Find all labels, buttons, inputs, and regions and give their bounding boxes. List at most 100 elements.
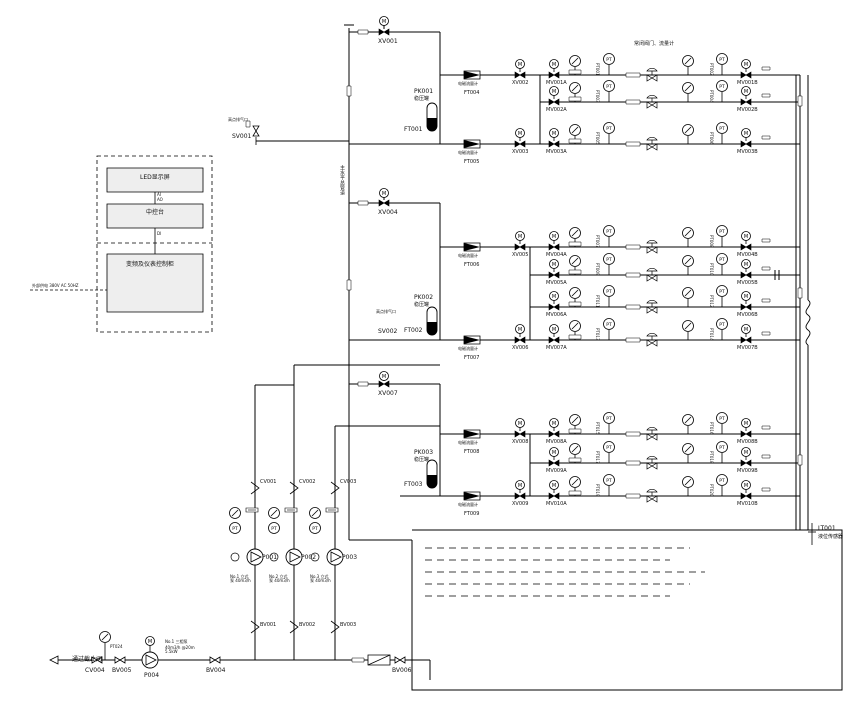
main-pipe-label: 主水平总管道 [339,165,345,195]
row-mvb-tag: MV005B [737,280,758,286]
conn-di: DI [157,231,162,236]
row-mvb-tag: MV010B [737,501,758,507]
pk002-desc: 稳压罐 [414,302,430,308]
pt024-tag: PT024 [110,644,123,649]
sv001-tag: SV001 [232,133,252,140]
xv004-tag: XV004 [378,209,398,216]
bv002-tag: BV002 [299,622,316,628]
row-mva-tag: MV010A [546,501,567,507]
row-pta-tag: PT017 [595,451,600,464]
row-pta-tag: PT015 [595,422,600,435]
row-pta-tag: PT003 [595,90,600,103]
bv005-tag: BV005 [112,667,132,674]
pump2-desc: No.2 立式泵 40m3/h [269,574,290,583]
row-mva-tag: MV004A [546,252,567,258]
p004-tag: P004 [144,672,160,679]
bv001-tag: BV001 [260,622,277,628]
row-pta-tag: PT001 [595,63,600,76]
row-pta-tag: PT019 [595,484,600,497]
row-xv-tag: XV002 [512,80,529,86]
pump-cap-spec: 40m3/h @20m 5.5kW [165,645,195,654]
row-mva-tag: MV008A [546,439,567,445]
row-mva-tag: MV009A [546,468,567,474]
row-mva-tag: MV005A [546,280,567,286]
pk003-tag: PK003 [414,449,434,456]
pk003-desc: 稳压罐 [414,457,430,463]
cv002-tag: CV002 [299,479,316,485]
row-ft-desc: 电磁流量计 [458,81,478,86]
row-ptb-tag: PT012 [709,295,714,308]
outlet-label: 通过截止阀 [72,656,103,663]
bv003-tag: BV003 [340,622,357,628]
row-ft-desc: 电磁流量计 [458,502,478,507]
row-ptb-tag: PT004 [709,90,714,103]
power-supply-label: 外部供电 380V AC 50HZ [32,283,79,288]
row-mva-tag: MV001A [546,80,567,86]
row-pta-tag: PT011 [595,295,600,308]
led-display-label: LED显示屏 [140,174,170,181]
conn-ao: AO [157,197,163,202]
lt001-desc: 液位传感器 [818,533,843,540]
p003-tag: P003 [342,554,358,561]
mid-vent-label: 高点排气口 [376,309,396,314]
xv001-tag: XV001 [378,38,398,45]
row-mvb-tag: MV004B [737,252,758,258]
row-mvb-tag: MV003B [737,149,758,155]
row-mvb-tag: MV007B [737,345,758,351]
pump1-desc: No.1 立式泵 40m3/h [230,574,251,583]
row-ft-tag: FT005 [464,159,480,165]
bv004-tag: BV004 [206,667,226,674]
row-ptb-tag: PT010 [709,263,714,276]
bv006-tag: BV006 [392,667,412,674]
p002-tag: P002 [301,554,317,561]
row-ptb-tag: PT002 [709,63,714,76]
row-ptb-tag: PT020 [709,484,714,497]
row-ft-desc: 电磁流量计 [458,150,478,155]
row-xv-tag: XV005 [512,252,529,258]
row-ft-desc: 电磁流量计 [458,440,478,445]
ft003-tag: FT003 [404,481,423,488]
row-mva-tag: MV003A [546,149,567,155]
row-mvb-tag: MV001B [737,80,758,86]
cv003-tag: CV003 [340,479,357,485]
row-mva-tag: MV002A [546,107,567,113]
row-ft-tag: FT006 [464,262,480,268]
row-pta-tag: PT009 [595,263,600,276]
row-ft-tag: FT007 [464,355,480,361]
cabinet-label: 变频及仪表控制柜 [126,261,175,268]
row-ft-desc: 电磁流量计 [458,253,478,258]
pk001-desc: 稳压罐 [414,96,430,102]
row-pta-tag: PT007 [595,235,600,248]
row-xv-tag: XV008 [512,439,529,445]
row-mvb-tag: MV006B [737,312,758,318]
row-xv-tag: XV003 [512,149,529,155]
row-ft-desc: 电磁流量计 [458,346,478,351]
sv002-tag: SV002 [378,328,398,335]
upper-vent-label: 高点排气口 [228,117,248,122]
p001-tag: P001 [262,554,278,561]
row-xv-tag: XV006 [512,345,529,351]
cv004-tag: CV004 [85,667,105,674]
ft002-tag: FT002 [404,327,423,334]
row-ft-tag: FT008 [464,449,480,455]
row-mvb-tag: MV002B [737,107,758,113]
cv001-tag: CV001 [260,479,277,485]
top-annotation: 常闭阀门、流量计 [634,41,675,47]
row-ft-tag: FT009 [464,511,480,517]
row-mvb-tag: MV008B [737,439,758,445]
pump-cap-label: No.1 三相泵 [165,639,188,644]
xv007-tag: XV007 [378,390,398,397]
row-pta-tag: PT013 [595,328,600,341]
row-ptb-tag: PT018 [709,451,714,464]
lt001-tag: LT001 [818,525,836,532]
row-mvb-tag: MV009B [737,468,758,474]
pk002-tag: PK002 [414,294,434,301]
row-mva-tag: MV007A [546,345,567,351]
row-ft-tag: FT004 [464,90,480,96]
row-ptb-tag: PT016 [709,422,714,435]
pump3-desc: No.3 立式泵 40m3/h [310,574,331,583]
row-xv-tag: XV009 [512,501,529,507]
pk001-tag: PK001 [414,88,434,95]
controller-label: 中控台 [146,209,165,216]
